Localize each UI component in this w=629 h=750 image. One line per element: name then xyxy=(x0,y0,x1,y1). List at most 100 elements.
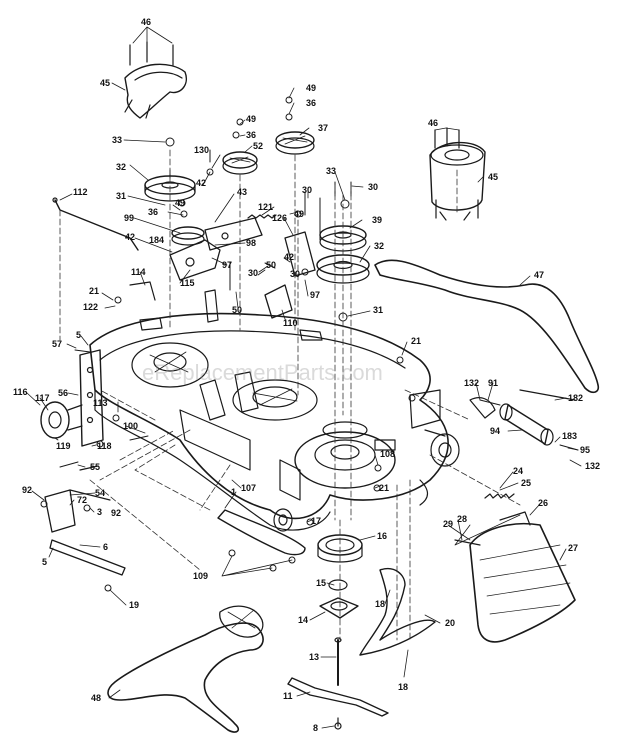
brackets-50 xyxy=(204,289,219,323)
part-label-6: 6 xyxy=(103,542,109,552)
part-label-30: 30 xyxy=(368,182,379,192)
belt-48 xyxy=(107,605,264,733)
part-label-21: 21 xyxy=(89,286,100,296)
part-label-94: 94 xyxy=(490,426,501,436)
part-label-184: 184 xyxy=(149,235,165,245)
part-label-3: 3 xyxy=(97,507,103,517)
part-label-95: 95 xyxy=(580,445,591,455)
part-label-32: 32 xyxy=(116,162,127,172)
part-label-119: 119 xyxy=(56,441,71,451)
part-label-91: 91 xyxy=(488,378,499,388)
part-label-42: 42 xyxy=(284,252,295,262)
part-label-47: 47 xyxy=(534,270,545,280)
part-label-49: 49 xyxy=(175,198,186,208)
part-label-28: 28 xyxy=(457,514,468,524)
part-label-42: 42 xyxy=(125,232,136,242)
part-label-109: 109 xyxy=(193,571,209,581)
part-label-56: 56 xyxy=(58,388,69,398)
part-label-100: 100 xyxy=(123,421,139,431)
center-lines xyxy=(59,149,521,641)
part-label-57: 57 xyxy=(52,339,63,349)
part-label-132: 132 xyxy=(585,461,601,471)
part-label-45: 45 xyxy=(100,78,111,88)
part-label-19: 19 xyxy=(129,600,140,610)
part-label-98: 98 xyxy=(246,238,257,248)
part-label-30: 30 xyxy=(290,269,301,279)
part-label-112: 112 xyxy=(73,187,88,197)
part-label-118: 118 xyxy=(97,441,112,451)
part-label-116: 116 xyxy=(13,387,28,397)
part-label-11: 11 xyxy=(283,691,293,701)
mower-deck-shell xyxy=(89,312,460,532)
part-label-50: 50 xyxy=(232,305,243,315)
part-label-24: 24 xyxy=(513,466,524,476)
baffle-20 xyxy=(359,568,436,656)
part-label-46: 46 xyxy=(428,118,439,128)
part-label-36: 36 xyxy=(246,130,257,140)
part-label-5: 5 xyxy=(76,330,82,340)
part-label-130: 130 xyxy=(194,145,210,155)
pulley-52 xyxy=(222,151,258,175)
part-label-32: 32 xyxy=(374,241,385,251)
watermark-text: eReplacementParts.com xyxy=(142,360,383,385)
part-label-29: 29 xyxy=(443,519,454,529)
pulley-cover-left xyxy=(124,41,187,119)
part-label-97: 97 xyxy=(310,290,321,300)
part-label-72: 72 xyxy=(77,495,88,505)
part-label-39: 39 xyxy=(372,215,383,225)
part-label-27: 27 xyxy=(568,543,579,553)
part-label-21: 21 xyxy=(411,336,422,346)
part-label-97: 97 xyxy=(222,260,233,270)
pulley-37 xyxy=(275,131,315,155)
part-label-8: 8 xyxy=(313,723,319,733)
part-label-115: 115 xyxy=(180,278,195,288)
part-label-54: 54 xyxy=(95,488,106,498)
idler-arm-115 xyxy=(169,239,221,281)
part-label-37: 37 xyxy=(318,123,329,133)
part-label-113: 113 xyxy=(93,398,108,408)
part-label-30: 30 xyxy=(302,185,313,195)
baffle-107 xyxy=(217,509,306,556)
part-label-33: 33 xyxy=(112,135,123,145)
part-label-108: 108 xyxy=(380,449,396,459)
part-label-122: 122 xyxy=(83,302,99,312)
part-label-14: 14 xyxy=(298,615,309,625)
part-label-26: 26 xyxy=(538,498,549,508)
discharge-chute xyxy=(454,511,576,643)
part-label-31: 31 xyxy=(116,191,127,201)
part-label-18: 18 xyxy=(398,682,409,692)
part-label-49: 49 xyxy=(306,83,317,93)
part-label-30: 30 xyxy=(248,268,259,278)
part-label-117: 117 xyxy=(35,393,50,403)
part-label-5: 5 xyxy=(42,557,48,567)
part-label-110: 110 xyxy=(283,318,298,328)
part-label-55: 55 xyxy=(90,462,101,472)
part-label-43: 43 xyxy=(237,187,248,197)
leader-lines xyxy=(26,26,582,729)
part-label-52: 52 xyxy=(253,141,264,151)
part-label-45: 45 xyxy=(488,172,499,182)
rod-114 xyxy=(129,281,156,301)
part-label-132: 132 xyxy=(464,378,480,388)
belt-47 xyxy=(374,259,600,394)
part-label-50: 50 xyxy=(266,260,277,270)
part-label-13: 13 xyxy=(309,652,320,662)
part-label-121: 121 xyxy=(258,202,274,212)
part-label-49: 49 xyxy=(246,114,257,124)
part-label-18: 18 xyxy=(375,599,386,609)
part-label-1: 1 xyxy=(231,487,237,497)
bracket-43 xyxy=(204,217,263,251)
part-label-42: 42 xyxy=(196,178,207,188)
pulley-39 xyxy=(319,225,367,252)
part-label-36: 36 xyxy=(148,207,159,217)
part-label-25: 25 xyxy=(521,478,532,488)
spring-121 xyxy=(247,214,277,219)
part-label-183: 183 xyxy=(562,431,578,441)
part-label-20: 20 xyxy=(445,618,456,628)
part-label-99: 99 xyxy=(124,213,135,223)
part-label-15: 15 xyxy=(316,578,327,588)
part-label-31: 31 xyxy=(373,305,384,315)
anti-scalp-roller xyxy=(469,389,576,446)
part-label-49: 49 xyxy=(294,209,305,219)
